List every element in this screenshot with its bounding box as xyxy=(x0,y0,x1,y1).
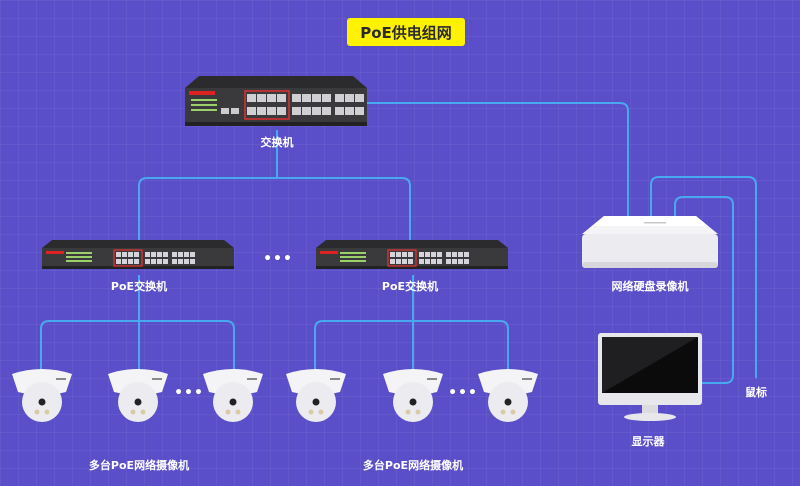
mouse-label: 鼠标 xyxy=(745,386,767,399)
wire-right-cameras xyxy=(314,320,509,370)
nvr-icon xyxy=(582,216,718,268)
poe-switch-left xyxy=(42,240,234,270)
camera-right-2 xyxy=(381,368,445,424)
camera-group-right-label: 多台PoE网络摄像机 xyxy=(362,459,464,472)
dome-camera-icon xyxy=(12,369,72,422)
nvr xyxy=(582,216,718,270)
core-switch xyxy=(185,76,367,128)
poe-switch-left-label: PoE交换机 xyxy=(110,280,168,293)
camera-right-3 xyxy=(476,368,540,424)
camera-group-left-label: 多台PoE网络摄像机 xyxy=(88,459,190,472)
diagram-title: PoE供电组网 xyxy=(347,18,465,46)
network-switch-icon xyxy=(185,76,367,126)
monitor-icon xyxy=(598,333,702,421)
dome-camera-icon xyxy=(383,369,443,422)
camera-left-2 xyxy=(106,368,170,424)
camera-right-ellipsis: ••• xyxy=(448,385,478,401)
camera-left-1 xyxy=(10,368,74,424)
wire-nvr-to-monitor xyxy=(674,196,734,384)
poe-switch-right xyxy=(316,240,508,270)
wire-branch-poe-switches xyxy=(138,177,411,245)
wire-left-cameras xyxy=(40,320,235,370)
poe-switch-icon xyxy=(42,240,234,269)
camera-left-ellipsis: ••• xyxy=(174,385,204,401)
monitor xyxy=(598,333,702,423)
switch-ellipsis: ••• xyxy=(263,251,293,267)
poe-switch-right-label: PoE交换机 xyxy=(381,280,439,293)
wire-core-to-nvr xyxy=(365,102,629,225)
dome-camera-icon xyxy=(203,369,263,422)
dome-camera-icon xyxy=(286,369,346,422)
dome-camera-icon xyxy=(108,369,168,422)
camera-right-1 xyxy=(284,368,348,424)
core-switch-label: 交换机 xyxy=(260,136,294,149)
poe-switch-icon xyxy=(316,240,508,269)
camera-left-3 xyxy=(201,368,265,424)
nvr-label: 网络硬盘录像机 xyxy=(611,280,689,293)
wire-nvr-to-mouse xyxy=(650,176,757,378)
monitor-label: 显示器 xyxy=(631,435,665,448)
dome-camera-icon xyxy=(478,369,538,422)
